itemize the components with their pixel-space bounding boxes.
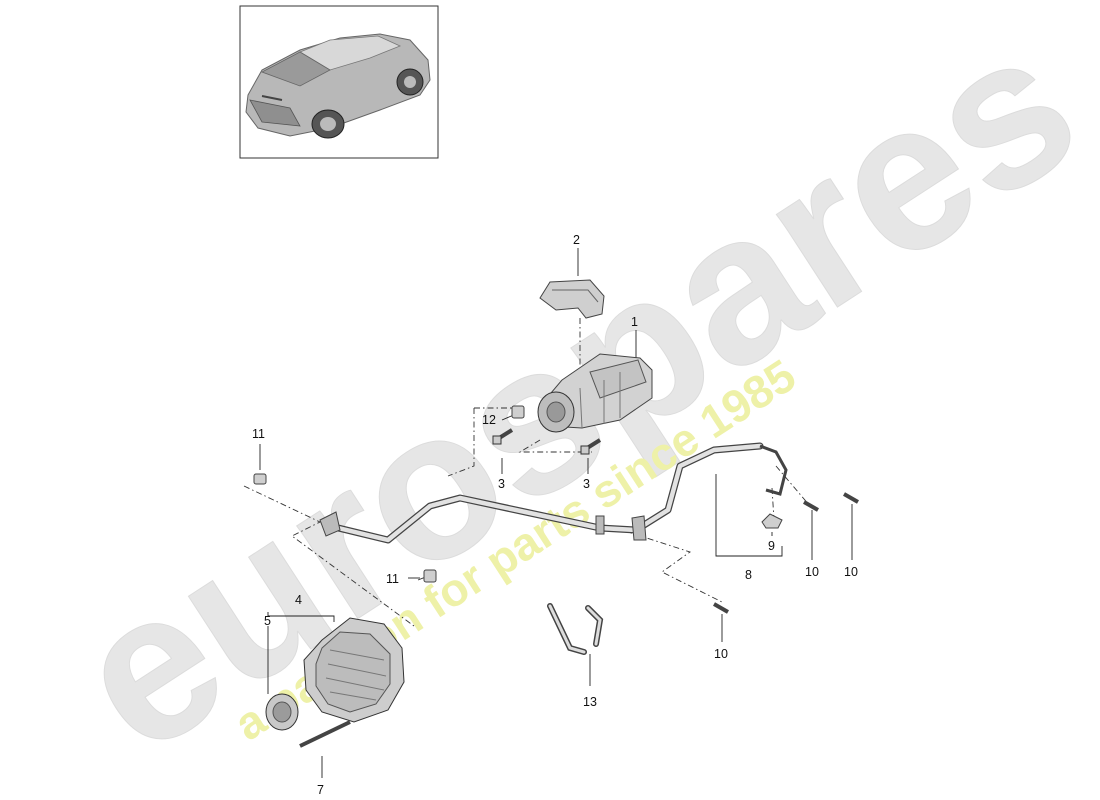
bolt-icon[interactable]: [713, 602, 729, 614]
bolt-icon[interactable]: [492, 428, 514, 445]
battery-cable-icon[interactable]: [319, 442, 788, 544]
sleeve-icon[interactable]: [511, 405, 525, 419]
callout-1[interactable]: 1: [631, 315, 638, 329]
callout-10[interactable]: 10: [714, 647, 728, 661]
bolt-icon[interactable]: [843, 492, 859, 504]
assembly-lines: [243, 318, 811, 627]
callout-13[interactable]: 13: [583, 695, 597, 709]
callout-8[interactable]: 8: [745, 568, 752, 582]
callout-9[interactable]: 9: [768, 539, 775, 553]
pulley-icon[interactable]: [265, 693, 299, 731]
starter-cover-icon[interactable]: [539, 279, 605, 319]
callout-3[interactable]: 3: [583, 477, 590, 491]
ground-strap-icon[interactable]: [547, 603, 604, 655]
callout-10[interactable]: 10: [844, 565, 858, 579]
alternator-icon[interactable]: [303, 617, 405, 723]
cable-clip-icon[interactable]: [761, 513, 783, 529]
callout-10[interactable]: 10: [805, 565, 819, 579]
leader-lines: [259, 248, 853, 778]
vehicle-thumbnail: [239, 5, 439, 159]
bolt-icon[interactable]: [299, 720, 351, 748]
callout-2[interactable]: 2: [573, 233, 580, 247]
callout-3[interactable]: 3: [498, 477, 505, 491]
callout-5[interactable]: 5: [264, 614, 271, 628]
nut-icon[interactable]: [253, 473, 267, 485]
callout-7[interactable]: 7: [317, 783, 324, 797]
callouts: 2 1 12 3 3 11 11 4 5 7 9 8 10 10 10 13: [252, 233, 858, 797]
callout-4[interactable]: 4: [295, 593, 302, 607]
car-rear-three-quarter-icon: [245, 33, 431, 139]
bolt-icon[interactable]: [580, 438, 602, 455]
callout-11[interactable]: 11: [386, 572, 399, 586]
starter-motor-icon[interactable]: [537, 353, 653, 433]
bolt-icon[interactable]: [803, 500, 819, 512]
nut-icon[interactable]: [423, 569, 437, 583]
callout-11[interactable]: 11: [252, 427, 265, 441]
callout-12[interactable]: 12: [482, 413, 496, 427]
